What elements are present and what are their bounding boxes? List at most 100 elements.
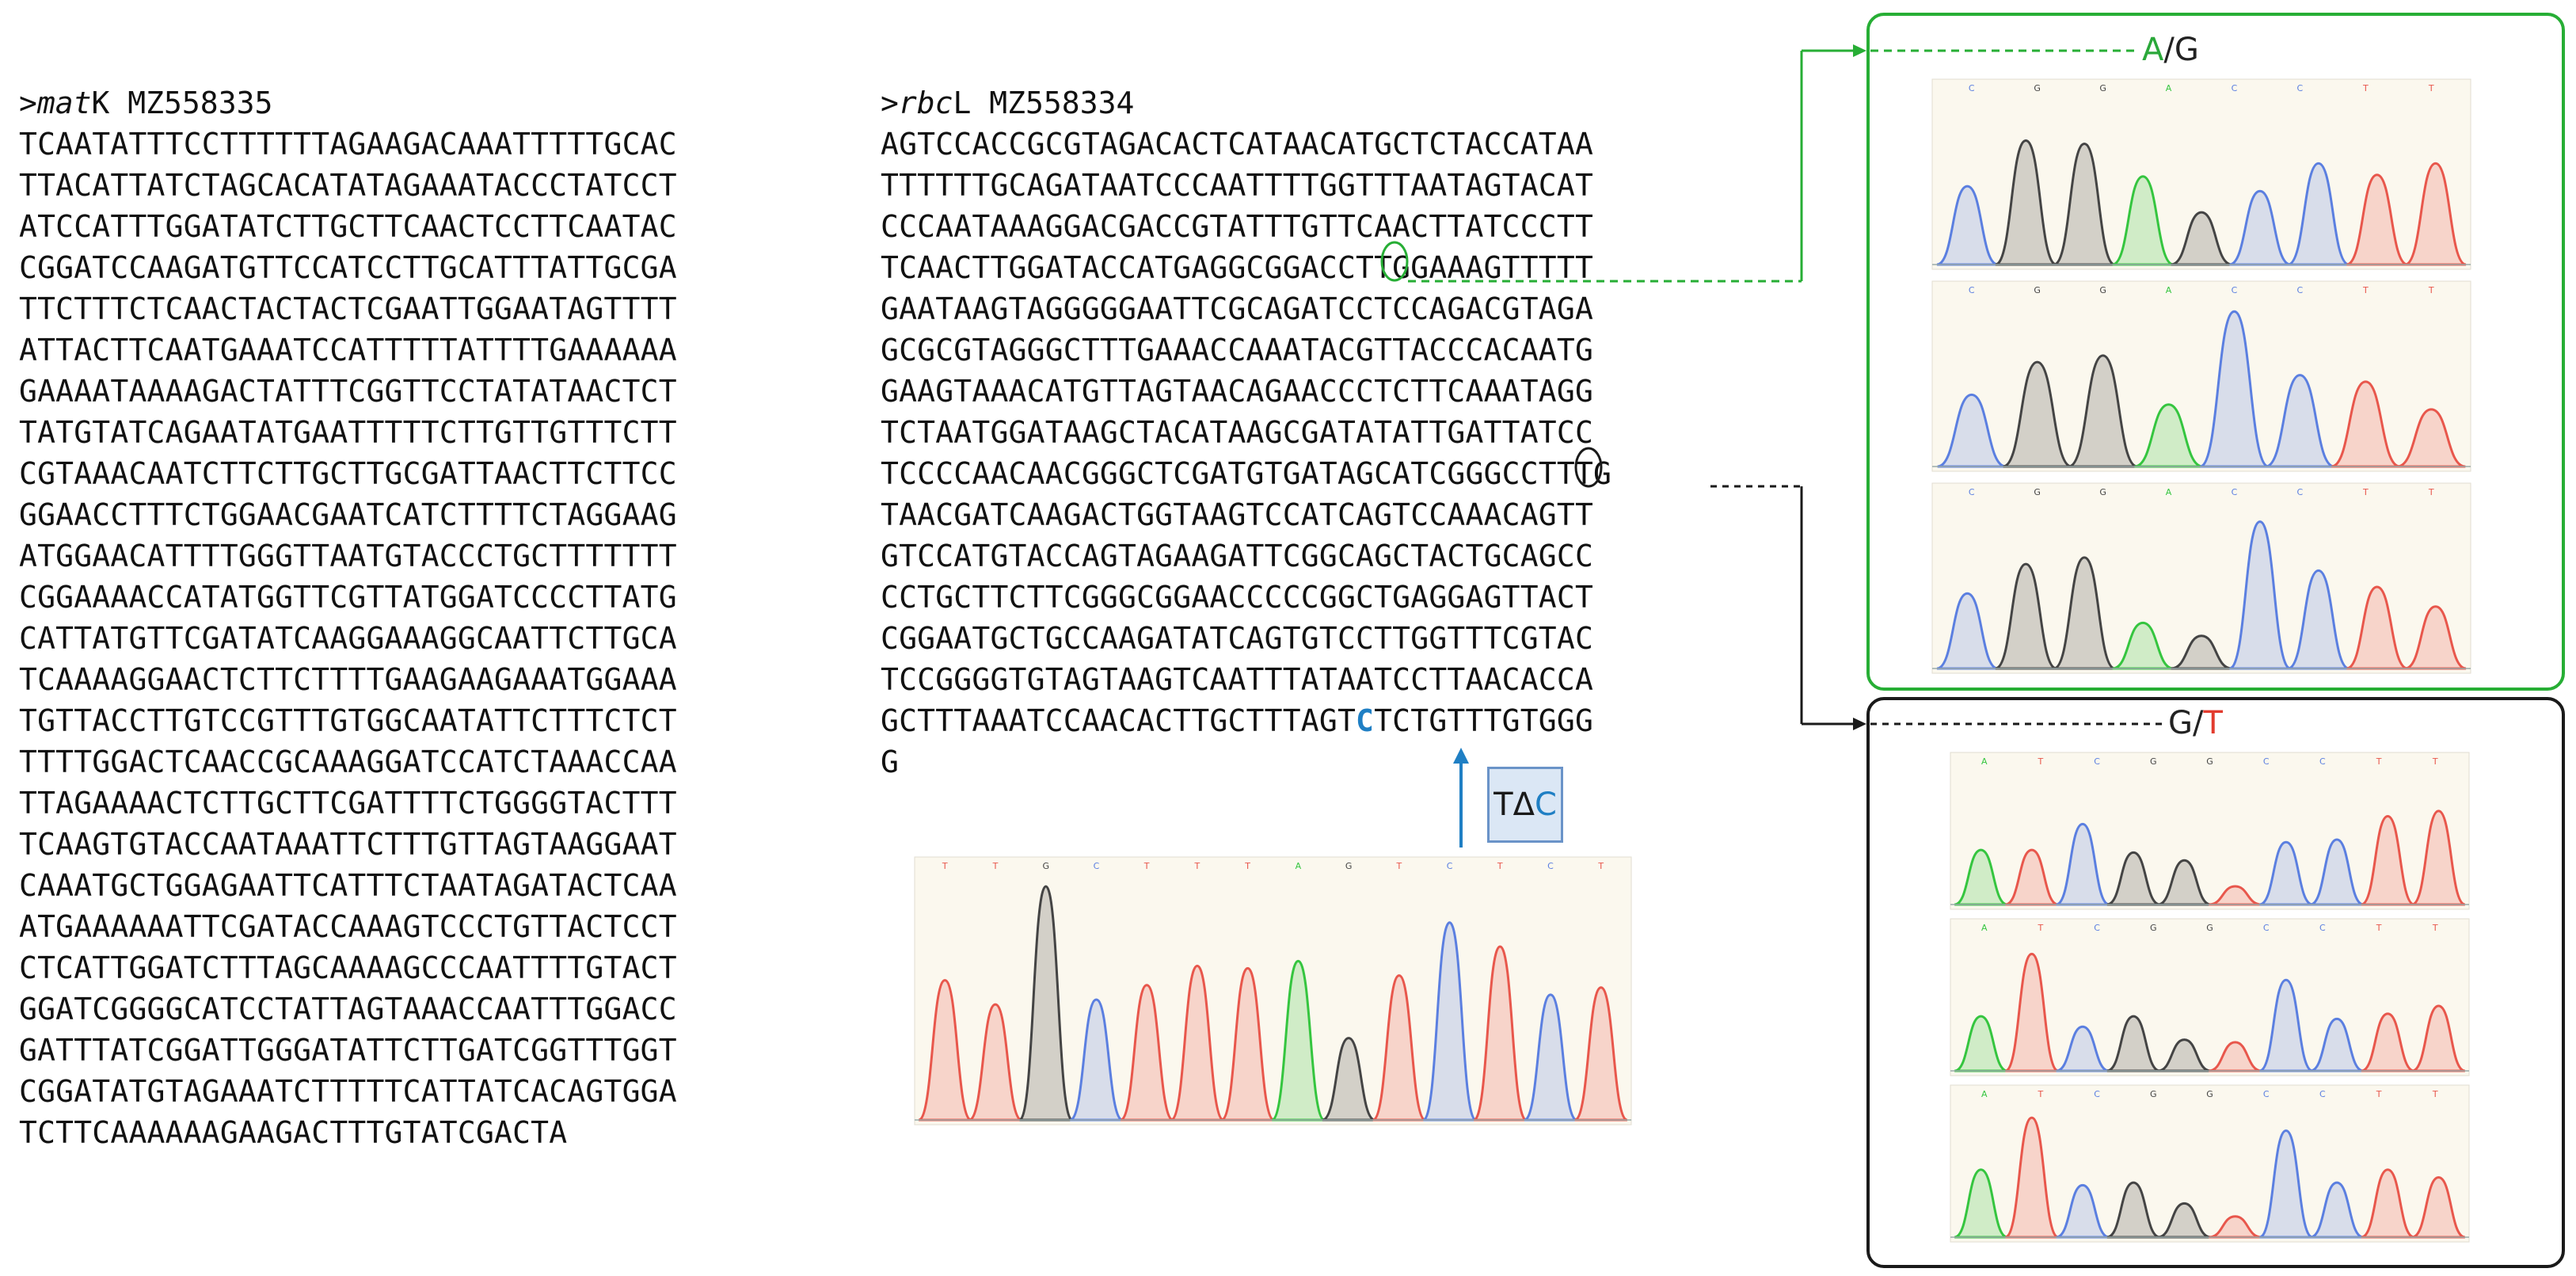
peak-g: [2157, 1202, 2212, 1239]
matk-line: TTTTGGACTCAACCGCAAAGGATCCATCTAAACCAA: [19, 741, 677, 783]
matk-line-text: CTCATTGGATCTTTAGCAAAAGCCCAATTTTGTACT: [19, 950, 677, 985]
matk-line-text: CGTAAACAATCTTCTTGCTTGCGATTAACTTCTTCC: [19, 456, 677, 491]
black-panel-chromatogram-background: [1950, 1084, 2470, 1243]
base-call-label: T: [1143, 861, 1150, 871]
peak-t: [1120, 984, 1174, 1122]
rbcl-line-text: TTTTTTGCAGATAATCCCAATTTTGGTTTAATAGTACAT: [881, 168, 1594, 203]
rbcl-line: GCTTTAAATCCAACACTTGCTTTAGTCTCTGTTTGTGGG: [881, 700, 1611, 741]
base-call-label: T: [942, 861, 948, 871]
base-call-label: T: [1497, 861, 1503, 871]
peak-a: [2134, 403, 2204, 468]
rbcl-line-text: CCCAATAAAGGACGACCGTATTTGTTCAACTTATCCCTT: [881, 209, 1594, 244]
base-call-label: G: [2099, 487, 2106, 497]
base-call-label: G: [2206, 756, 2213, 767]
base-call-label: T: [2362, 487, 2369, 497]
matk-line: CGGATCCAAGATGTTCCATCCTTGCATTTATTGCGA: [19, 247, 677, 288]
base-call-label: G: [2099, 83, 2106, 93]
base-call-label: T: [2428, 285, 2434, 295]
peak-a: [1954, 1168, 2008, 1239]
rbcl-line-text: AGTCCACCGCGTAGACACTCATAACATGCTCTACCATAA: [881, 127, 1594, 162]
rbcl-line-text: GTCCATGTACCAGTAGAAGATTCGGCAGCTACTGCAGCC: [881, 539, 1594, 573]
matk-line: TCAAAAGGAACTCTTCTTTTGAAGAAGAAATGGAAA: [19, 659, 677, 700]
matk-header-prefix: >: [19, 86, 37, 120]
black-panel-chromatogram-background: [1950, 752, 2470, 910]
rbcl-line-text: TCCGGGGTGTAGTAAGTCAATTTATAATCCTTAACACCA: [881, 662, 1594, 697]
variant-green-allele-b: G: [2174, 32, 2199, 68]
peak-t: [2411, 809, 2466, 906]
peak-g: [2106, 851, 2160, 906]
peak-t: [2411, 1004, 2466, 1072]
matk-line-text: TTTTGGACTCAACCGCAAAGGATCCATCTAAACCAA: [19, 745, 677, 779]
base-call-label: T: [2038, 923, 2044, 933]
base-call-label: C: [2319, 1089, 2326, 1099]
peak-t: [2004, 848, 2059, 906]
connectors: [1380, 44, 2164, 847]
peak-c: [2199, 310, 2270, 468]
peak-c: [1524, 993, 1577, 1122]
base-call-label: C: [1447, 861, 1453, 871]
matk-line: TCTTCAAAAAAGAAGACTTTGTATCGACTA: [19, 1112, 677, 1153]
rbcl-gene-suffix: L: [953, 86, 972, 120]
peak-c: [1936, 185, 1999, 266]
base-call-label: C: [1094, 861, 1100, 871]
peak-g: [2171, 634, 2232, 670]
variant-green-sep: /: [2163, 32, 2175, 68]
base-call-label: C: [2263, 756, 2270, 767]
rbcl-line: TCCCCAACAACGGGCTCGATGTGATAGCATCGGGCCTTTG: [881, 453, 1611, 494]
peak-t: [2004, 1116, 2059, 1239]
base-call-label: C: [2319, 923, 2326, 933]
peak-t: [2208, 1215, 2262, 1239]
peak-t: [2209, 885, 2262, 906]
base-call-label: C: [1969, 487, 1975, 497]
rbcl-header-prefix: >: [881, 86, 899, 120]
base-call-label: T: [2038, 1089, 2044, 1099]
matk-line: GATTTATCGGATTGGGATATTCTTGATCGGTTTGGT: [19, 1030, 677, 1071]
base-call-label: T: [2428, 487, 2434, 497]
matk-line-text: TCTTCAAAAAAGAAGACTTTGTATCGACTA: [19, 1115, 568, 1150]
peak-c: [2055, 822, 2110, 906]
base-call-label: C: [2297, 285, 2304, 295]
peak-g: [2171, 211, 2232, 266]
matk-line-text: TTAGAAAACTCTTGCTTCGATTTTCTGGGGTACTTT: [19, 786, 677, 821]
rbcl-line-text: GCGCGTAGGGCTTTGAAACCAAATACGTTACCCACAATG: [881, 333, 1594, 368]
rbcl-line: GAATAAGTAGGGGGAATTCGCAGATCCTCCAGACGTAGA: [881, 288, 1611, 329]
matk-line-text: TTACATTATCTAGCACATATAGAAATACCCTATCCT: [19, 168, 677, 203]
matk-line: ATGGAACATTTTGGGTTAATGTACCCTGCTTTTTTT: [19, 535, 677, 577]
matk-line: CATTATGTTCGATATCAAGGAAAGGCAATTCTTGCA: [19, 618, 677, 659]
base-call-label: G: [2150, 923, 2157, 933]
peak-g: [2003, 360, 2072, 468]
deleted-base-highlight: C: [1356, 703, 1375, 738]
base-call-label: C: [2232, 285, 2238, 295]
matk-line-text: ATTACTTCAATGAAATCCATTTTTATTTTGAAAAAA: [19, 333, 677, 368]
rbcl-header: >rbcL MZ558334: [881, 82, 1611, 124]
rbcl-line: CCCAATAAAGGACGACCGTATTTGTTCAACTTATCCCTT: [881, 206, 1611, 247]
peak-a: [1954, 1015, 2008, 1072]
peak-c: [1421, 921, 1478, 1122]
green-panel-chromatogram-background: [1931, 78, 2471, 270]
matk-line: TGTTACCTTGTCCGTTTGTGGCAATATTCTTTCTCT: [19, 700, 677, 741]
black-site-circle: [1574, 447, 1603, 488]
base-call-label: A: [2166, 285, 2172, 295]
rbcl-line: TCAACTTGGATACCATGAGGCGGACCTTGGAAAGTTTTT: [881, 247, 1611, 288]
base-call-label: T: [2432, 1089, 2438, 1099]
rbcl-line: AGTCCACCGCGTAGACACTCATAACATGCTCTACCATAA: [881, 124, 1611, 165]
heterozygous-site-panel-black: [1866, 697, 2565, 1268]
peak-c: [2229, 189, 2291, 266]
peak-t: [1472, 945, 1528, 1122]
base-call-label: G: [2034, 83, 2041, 93]
base-call-label: T: [992, 861, 999, 871]
base-call-label: T: [1194, 861, 1200, 871]
base-call-label: C: [2297, 487, 2304, 497]
matk-line-text: TATGTATCAGAATATGAATTTTTCTTGTTGTTTCTT: [19, 415, 677, 450]
matk-line-text: CAAATGCTGGAGAATTCATTTCTAATAGATACTCAA: [19, 868, 677, 903]
rbcl-sequence: >rbcL MZ558334 AGTCCACCGCGTAGACACTCATAAC…: [881, 82, 1611, 783]
matk-sequence: >matK MZ558335 TCAATATTTCCTTTTTTAGAAGACA…: [19, 82, 677, 1153]
peak-c: [2056, 1025, 2110, 1072]
peak-g: [1322, 1037, 1376, 1122]
